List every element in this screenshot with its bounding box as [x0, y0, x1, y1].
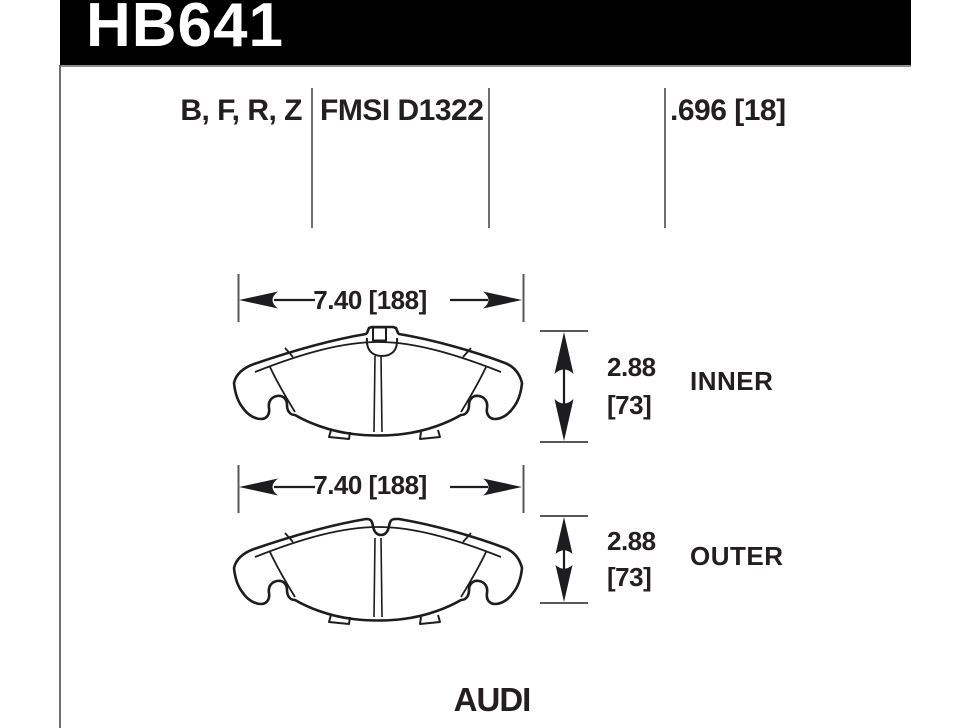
sensor-clip-loop	[365, 337, 399, 357]
header-banner: HB641	[60, 0, 911, 67]
bottom-tab-left	[328, 429, 351, 440]
outer-thickness-mm: [73]	[607, 562, 652, 592]
inner-pad-position-label: INNER	[690, 366, 774, 396]
inner-width-dimension-label: 7.40 [188]	[313, 285, 427, 315]
bottom-tab-left	[328, 614, 351, 625]
bottom-tab-right	[419, 614, 441, 625]
outer-pad-drawing	[232, 465, 588, 625]
friction-right-edge	[460, 551, 487, 598]
friction-right-edge	[460, 366, 487, 413]
outer-pad-outline	[232, 517, 524, 625]
center-slot	[373, 355, 383, 433]
outer-thickness-inches: 2.88	[607, 526, 656, 556]
inner-width-arrowheads	[239, 291, 522, 309]
friction-left-edge	[269, 551, 296, 598]
pad-thickness-cell: .696 [18]	[670, 94, 786, 127]
inner-pad-outline	[232, 325, 524, 440]
outer-height-extension-lines	[540, 515, 588, 604]
column-divider	[488, 88, 490, 228]
friction-top-edge	[254, 526, 502, 558]
center-slot	[373, 537, 383, 618]
edge-chamfer-marks	[284, 532, 472, 543]
inner-pad-drawing	[232, 274, 588, 443]
friction-top-edge	[254, 341, 502, 373]
inner-height-extension-lines	[540, 330, 588, 443]
column-divider	[664, 88, 666, 228]
fmsi-cell: FMSI D1322	[320, 94, 484, 127]
column-divider	[311, 88, 313, 228]
page-left-rule	[59, 65, 61, 728]
bottom-tab-right	[419, 429, 441, 440]
sensor-hole	[372, 326, 387, 342]
inner-thickness-inches: 2.88	[607, 352, 656, 382]
outer-pad-position-label: OUTER	[690, 541, 784, 571]
vehicle-name: AUDI	[453, 681, 532, 718]
friction-left-edge	[269, 366, 296, 413]
edge-chamfer-marks	[284, 347, 472, 358]
outer-width-extension-lines	[237, 465, 525, 513]
compounds-cell: B, F, R, Z	[180, 94, 302, 127]
inner-width-extension-lines	[237, 274, 525, 322]
part-number: HB641	[86, 0, 284, 60]
outer-width-arrowheads	[239, 478, 522, 496]
outer-width-dimension-label: 7.40 [188]	[313, 470, 427, 500]
inner-thickness-mm: [73]	[607, 390, 652, 420]
